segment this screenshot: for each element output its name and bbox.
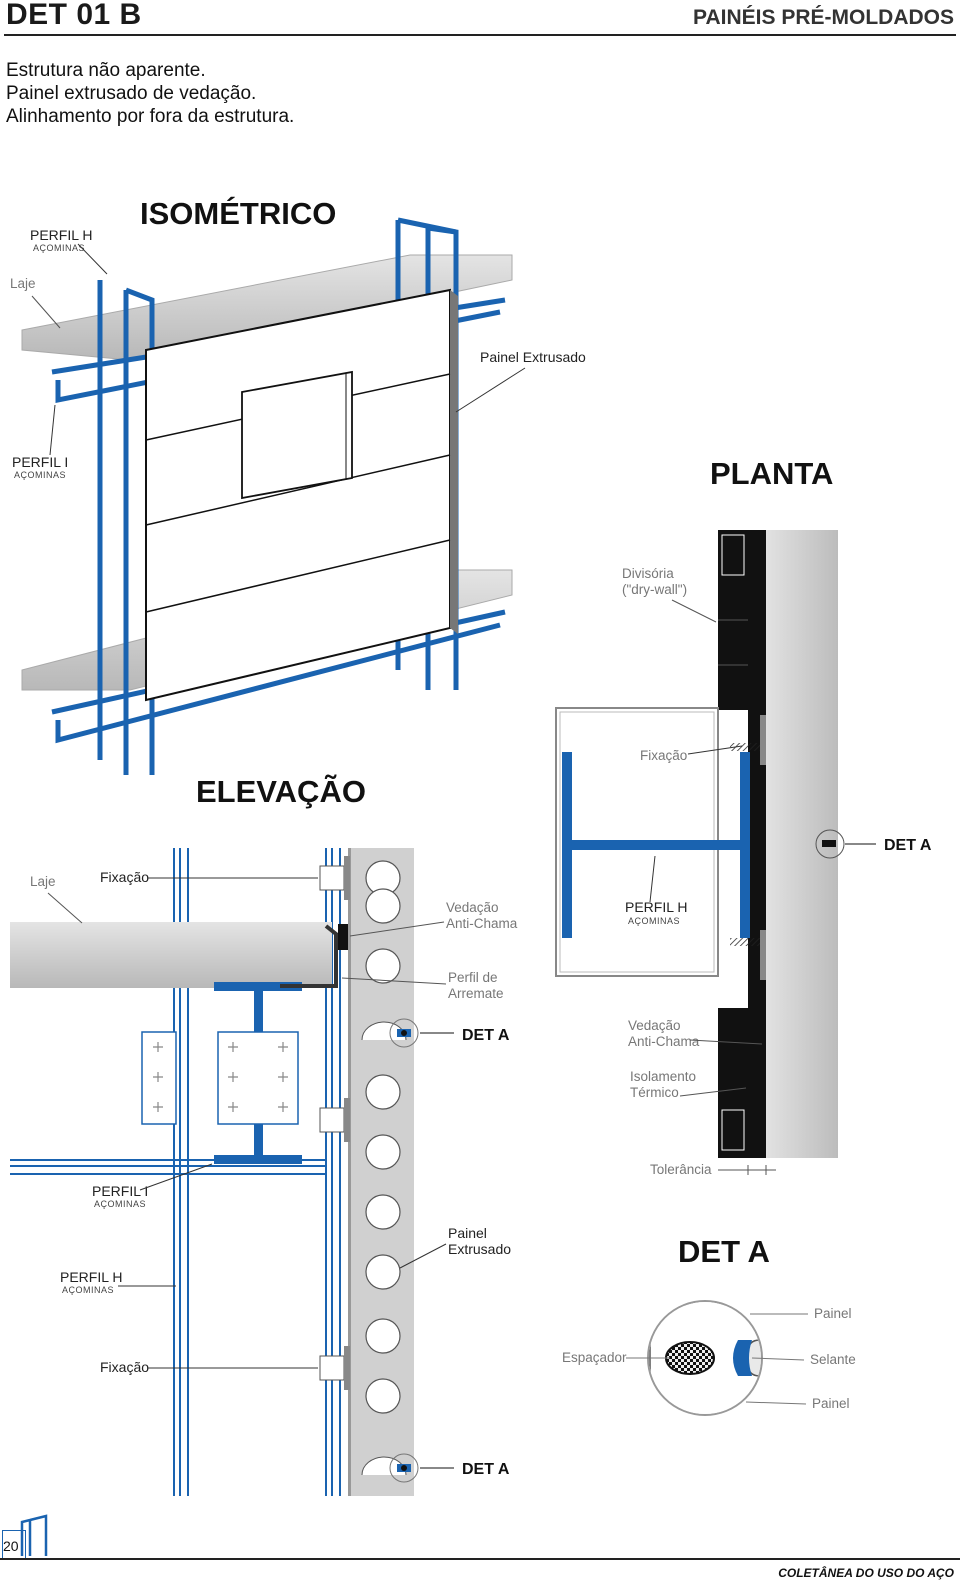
panel-hollow-cores — [365, 860, 401, 1414]
svg-text:AÇOMINAS: AÇOMINAS — [628, 916, 680, 926]
svg-text:AÇOMINAS: AÇOMINAS — [33, 243, 85, 253]
elevation-view: ELEVAÇÃO — [10, 774, 518, 1496]
splice-plate-left — [141, 1031, 177, 1125]
detail-code: DET 01 B — [6, 0, 142, 31]
plan-column-flange-left — [562, 752, 572, 938]
label-fixing-plan: Fixação — [640, 748, 687, 763]
logo-profile-i-elev: PERFIL I AÇOMINAS — [92, 1183, 148, 1209]
isometric-view: PERFIL H AÇOMINAS Laje Painel Extrusado … — [10, 196, 586, 775]
intro-line-3: Alinhamento por fora da estrutura. — [6, 106, 295, 127]
header-rule — [4, 34, 956, 36]
label-fire-seal-elev-2: Anti-Chama — [446, 916, 518, 931]
logo-profile-h-iso: PERFIL H AÇOMINAS — [30, 227, 93, 253]
elevation-title: ELEVAÇÃO — [196, 774, 366, 809]
intro-line-2: Painel extrusado de vedação. — [6, 83, 257, 104]
label-panel-bottom: Painel — [812, 1396, 850, 1411]
plan-det-ref: DET A — [884, 837, 932, 854]
label-panel-elev-2: Extrusado — [448, 1241, 511, 1257]
logo-profile-i-iso: PERFIL I AÇOMINAS — [12, 454, 68, 480]
label-panel-top: Painel — [814, 1306, 852, 1321]
extruded-panel — [145, 288, 458, 702]
svg-text:PERFIL I: PERFIL I — [92, 1183, 148, 1199]
label-fixing-elev-top: Fixação — [100, 869, 149, 885]
detail-title: DET A — [678, 1234, 770, 1269]
svg-text:AÇOMINAS: AÇOMINAS — [62, 1285, 114, 1295]
fixing-clips — [319, 856, 350, 1390]
svg-text:PERFIL I: PERFIL I — [12, 454, 68, 470]
label-slab-iso: Laje — [10, 276, 36, 291]
label-tolerance: Tolerância — [650, 1162, 712, 1177]
splice-plate-right — [217, 1031, 299, 1125]
label-spacer: Espaçador — [562, 1350, 627, 1365]
svg-text:AÇOMINAS: AÇOMINAS — [14, 470, 66, 480]
label-drywall-2: ("dry-wall") — [622, 582, 687, 597]
svg-text:PERFIL H: PERFIL H — [60, 1269, 123, 1285]
label-fire-seal-plan-2: Anti-Chama — [628, 1034, 700, 1049]
spacer-rod — [665, 1341, 715, 1375]
elev-det-ref-2: DET A — [462, 1461, 510, 1478]
footer-column-icon — [20, 1514, 48, 1556]
series-title: PAINÉIS PRÉ-MOLDADOS — [693, 6, 954, 29]
page-number: 20 — [3, 1538, 19, 1554]
svg-text:PERFIL H: PERFIL H — [30, 227, 93, 243]
logo-profile-h-elev: PERFIL H AÇOMINAS — [60, 1269, 123, 1295]
detail-a-view: DET A Painel Espaçador Selante Painel — [562, 1234, 856, 1416]
plan-column-web — [572, 840, 740, 850]
plan-column-flange-right — [740, 752, 750, 938]
plan-insulation — [748, 530, 766, 1158]
plan-title: PLANTA — [710, 456, 833, 491]
label-trim-1: Perfil de — [448, 970, 498, 985]
label-insulation-2: Térmico — [630, 1085, 679, 1100]
elev-slab — [10, 922, 332, 988]
label-panel-elev-1: Painel — [448, 1225, 487, 1241]
svg-text:PERFIL H: PERFIL H — [625, 899, 688, 915]
label-drywall-1: Divisória — [622, 566, 674, 581]
sealant — [733, 1340, 752, 1376]
logo-profile-h-plan: PERFIL H AÇOMINAS — [625, 899, 688, 926]
collection-title: COLETÂNEA DO USO DO AÇO — [778, 1566, 954, 1580]
plan-view: PLANTA DET A Divisória ("dry-wall") Fix — [555, 456, 932, 1177]
footer-rule — [0, 1558, 960, 1560]
label-insulation-1: Isolamento — [630, 1069, 696, 1084]
elev-det-ref-1: DET A — [462, 1027, 510, 1044]
window-opening — [241, 370, 353, 500]
trim-profile — [280, 924, 338, 988]
iso-title: ISOMÉTRICO — [140, 196, 336, 231]
label-trim-2: Arremate — [448, 986, 504, 1001]
label-panel-iso: Painel Extrusado — [480, 349, 586, 365]
label-fire-seal-elev-1: Vedação — [446, 900, 499, 915]
label-fire-seal-plan-1: Vedação — [628, 1018, 681, 1033]
label-slab-elev: Laje — [30, 874, 56, 889]
intro-line-1: Estrutura não aparente. — [6, 60, 206, 81]
upper-slab — [21, 254, 513, 361]
label-fixing-elev-bottom: Fixação — [100, 1359, 149, 1375]
label-sealant: Selante — [810, 1352, 856, 1367]
svg-text:AÇOMINAS: AÇOMINAS — [94, 1199, 146, 1209]
